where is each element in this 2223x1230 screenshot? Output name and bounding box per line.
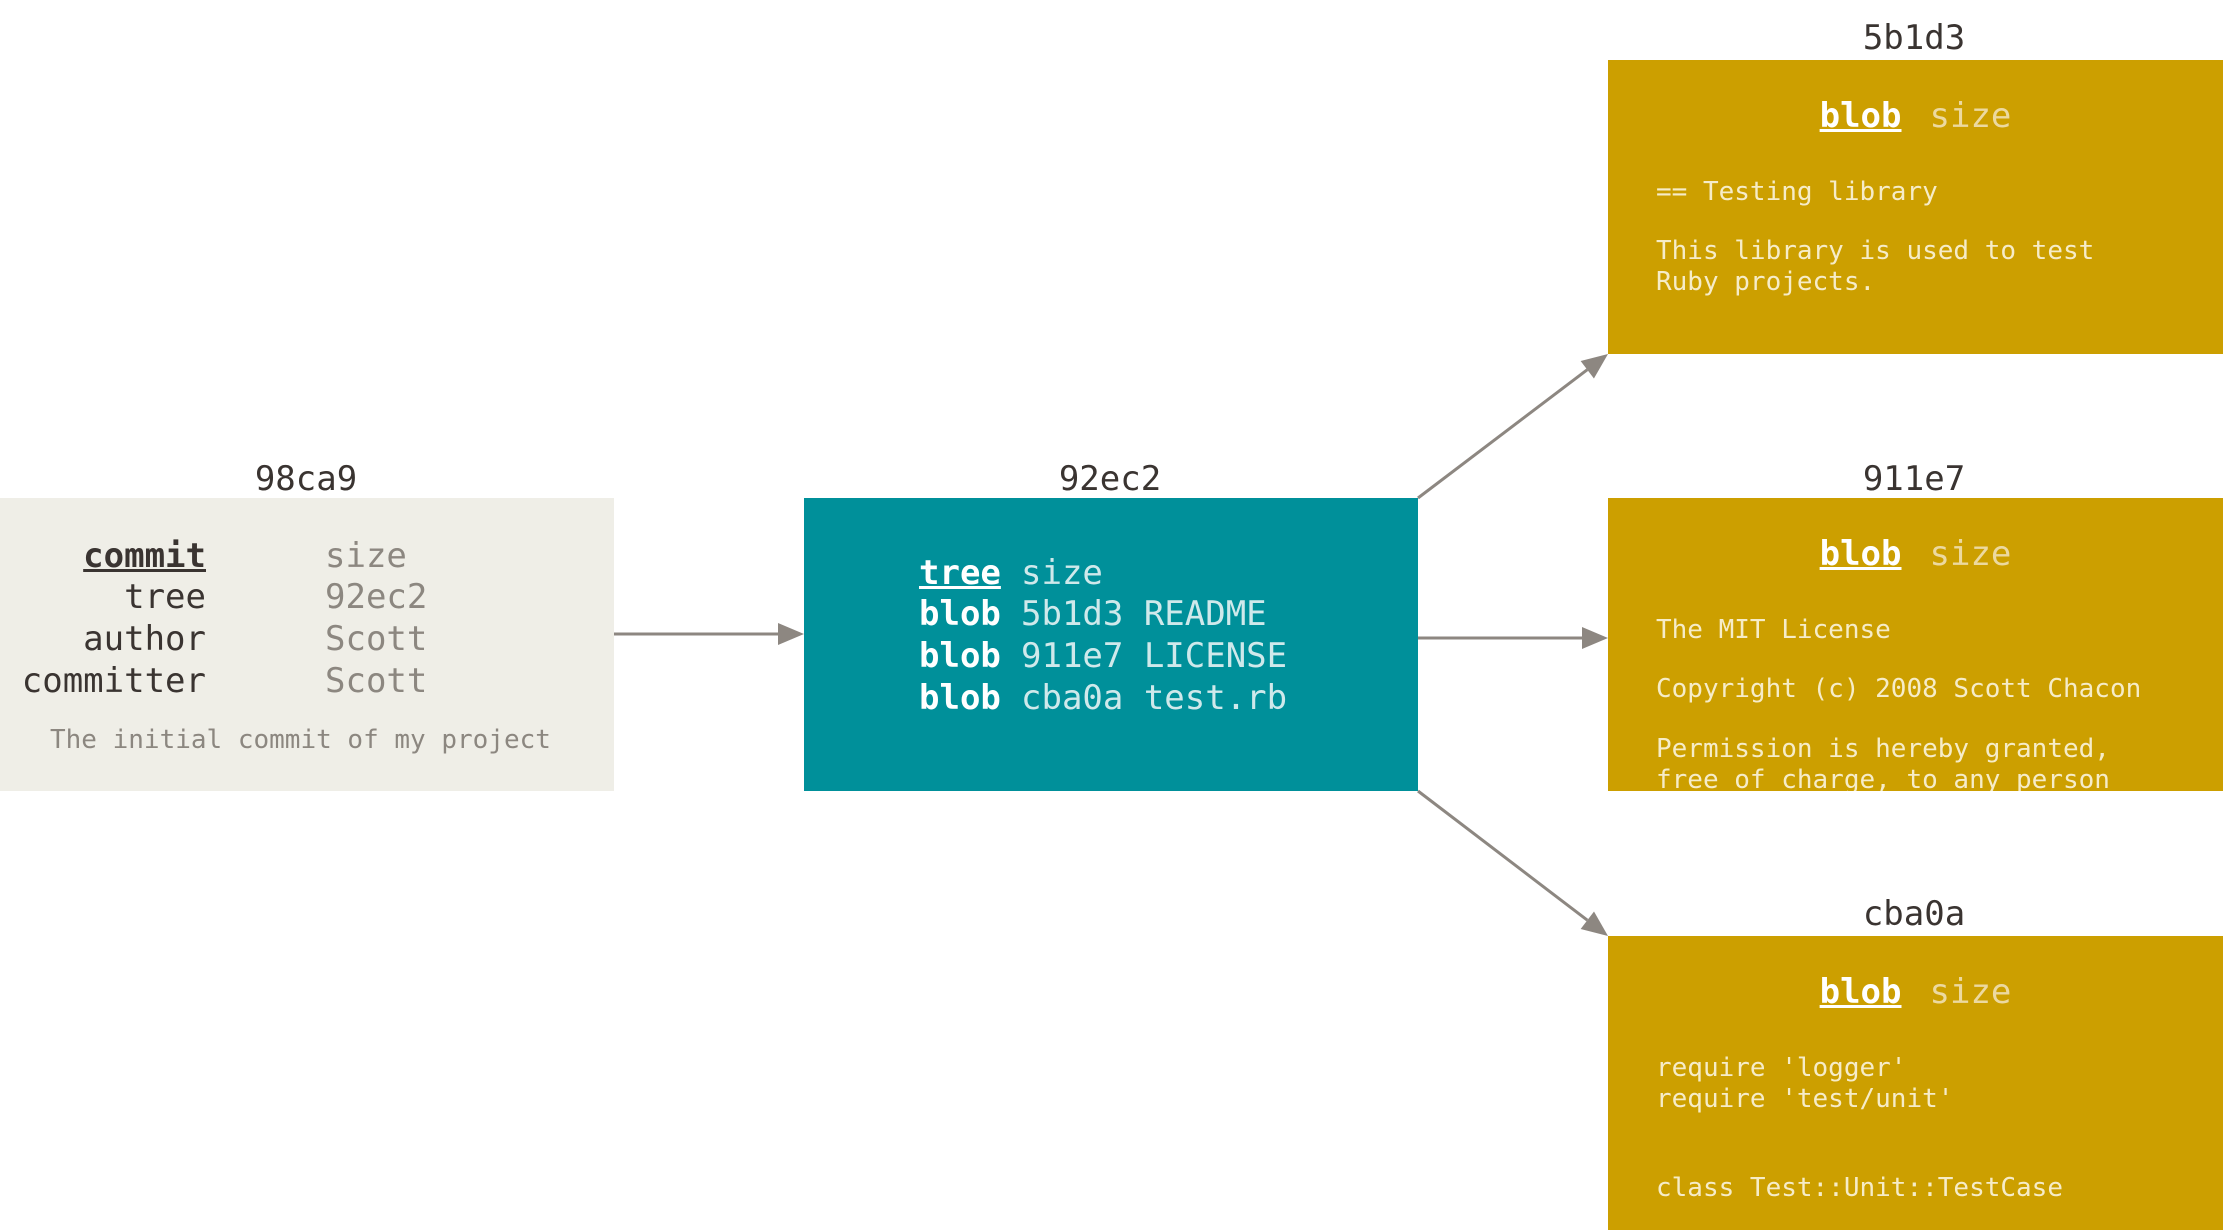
blob-line: require 'logger' (1656, 1053, 1907, 1083)
commit-hash: 98ca9 (254, 459, 358, 499)
tree-entry-type: blob (919, 594, 1001, 634)
blob-line: Ruby projects. (1656, 267, 1876, 297)
commit-tree-value: 92ec2 (325, 577, 428, 617)
blob-size: size (1929, 96, 2012, 136)
arrowhead-icon (1580, 354, 1608, 379)
blob-line: == Testing library (1656, 177, 1938, 207)
blob-hash: 5b1d3 (1862, 18, 1966, 58)
blob-hash: cba0a (1862, 894, 1966, 934)
blob-line: The MIT License (1656, 615, 1891, 645)
arrow-tree-to-blob-5b1d3 (1417, 354, 1608, 500)
commit-size: size (325, 536, 407, 576)
tree-entry: cba0a test.rb (1021, 678, 1288, 718)
tree-entry-type: blob (919, 636, 1001, 676)
blob-type: blob (1819, 96, 1902, 136)
blob-header: blob size (1608, 534, 2223, 574)
blob-line: require 'test/unit' (1656, 1084, 1954, 1114)
commit-committer-value: Scott (325, 661, 428, 701)
arrow-tree-to-blob-cba0a (1417, 789, 1608, 936)
blob-size: size (1929, 534, 2012, 574)
commit-author-value: Scott (325, 619, 428, 659)
commit-object: commit size tree 92ec2 author Scott comm… (0, 498, 614, 791)
blob-line: This library is used to test (1656, 236, 2095, 266)
arrowhead-icon (1580, 911, 1608, 936)
tree-entry: 911e7 LICENSE (1021, 636, 1288, 676)
blob-object: blob size require 'logger' require 'test/… (1608, 936, 2223, 1230)
arrow-tree-to-blob-911e7 (1418, 627, 1608, 649)
blob-hash: 911e7 (1862, 459, 1966, 499)
commit-committer-label: committer (21, 661, 206, 701)
blob-object: blob size The MIT License Copyright (c) 2… (1608, 498, 2223, 791)
arrowhead-icon (1582, 627, 1608, 649)
blob-header: blob size (1608, 972, 2223, 1012)
commit-type: commit (83, 536, 206, 576)
tree-object: tree size blob 5b1d3 README blob 911e7 L… (804, 498, 1418, 791)
commit-author-label: author (83, 619, 206, 659)
arrow-commit-to-tree (614, 623, 804, 645)
arrowhead-icon (778, 623, 804, 645)
blob-type: blob (1819, 972, 1902, 1012)
tree-entry: 5b1d3 README (1021, 594, 1267, 634)
commit-message: The initial commit of my project (50, 725, 551, 755)
blob-object: blob size == Testing library This library… (1608, 60, 2223, 354)
blob-line: class Test::Unit::TestCase (1656, 1173, 2063, 1203)
tree-hash: 92ec2 (1058, 459, 1162, 499)
blob-line: Permission is hereby granted, (1656, 734, 2110, 764)
commit-tree-label: tree (124, 577, 206, 617)
tree-entry-type: blob (919, 678, 1001, 718)
blob-line: free of charge, to any person (1656, 765, 2110, 791)
tree-size: size (1021, 553, 1103, 593)
blob-line: Copyright (c) 2008 Scott Chacon (1656, 674, 2142, 704)
blob-header: blob size (1608, 96, 2223, 136)
blob-size: size (1929, 972, 2012, 1012)
blob-type: blob (1819, 534, 1902, 574)
tree-type: tree (919, 553, 1001, 593)
